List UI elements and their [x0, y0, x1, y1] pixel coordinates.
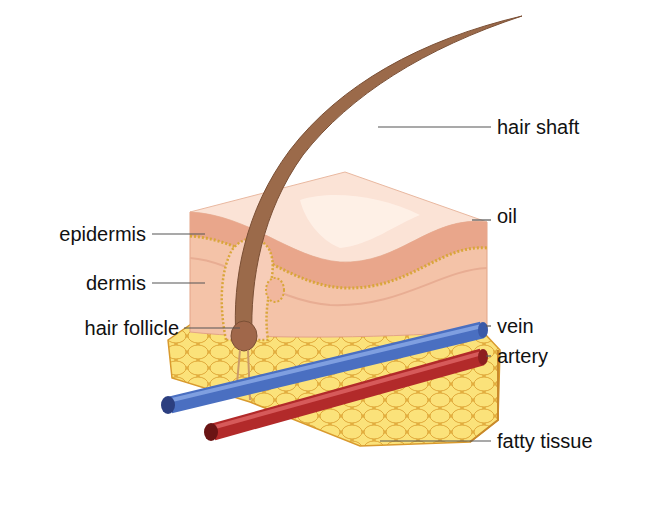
- part-label: epidermis: [59, 222, 146, 246]
- hair-shaft: [235, 16, 522, 338]
- part-label: artery: [497, 344, 548, 368]
- artery: [213, 357, 482, 432]
- hair-bulb: [231, 321, 257, 351]
- part-label: hair follicle: [85, 316, 179, 340]
- leader-lines: [152, 127, 491, 441]
- oil-gland: [266, 278, 284, 302]
- part-label: vein: [497, 314, 534, 338]
- part-label: dermis: [86, 271, 146, 295]
- part-label: hair shaft: [497, 115, 579, 139]
- part-label: oil: [497, 204, 517, 228]
- part-label: fatty tissue: [497, 429, 593, 453]
